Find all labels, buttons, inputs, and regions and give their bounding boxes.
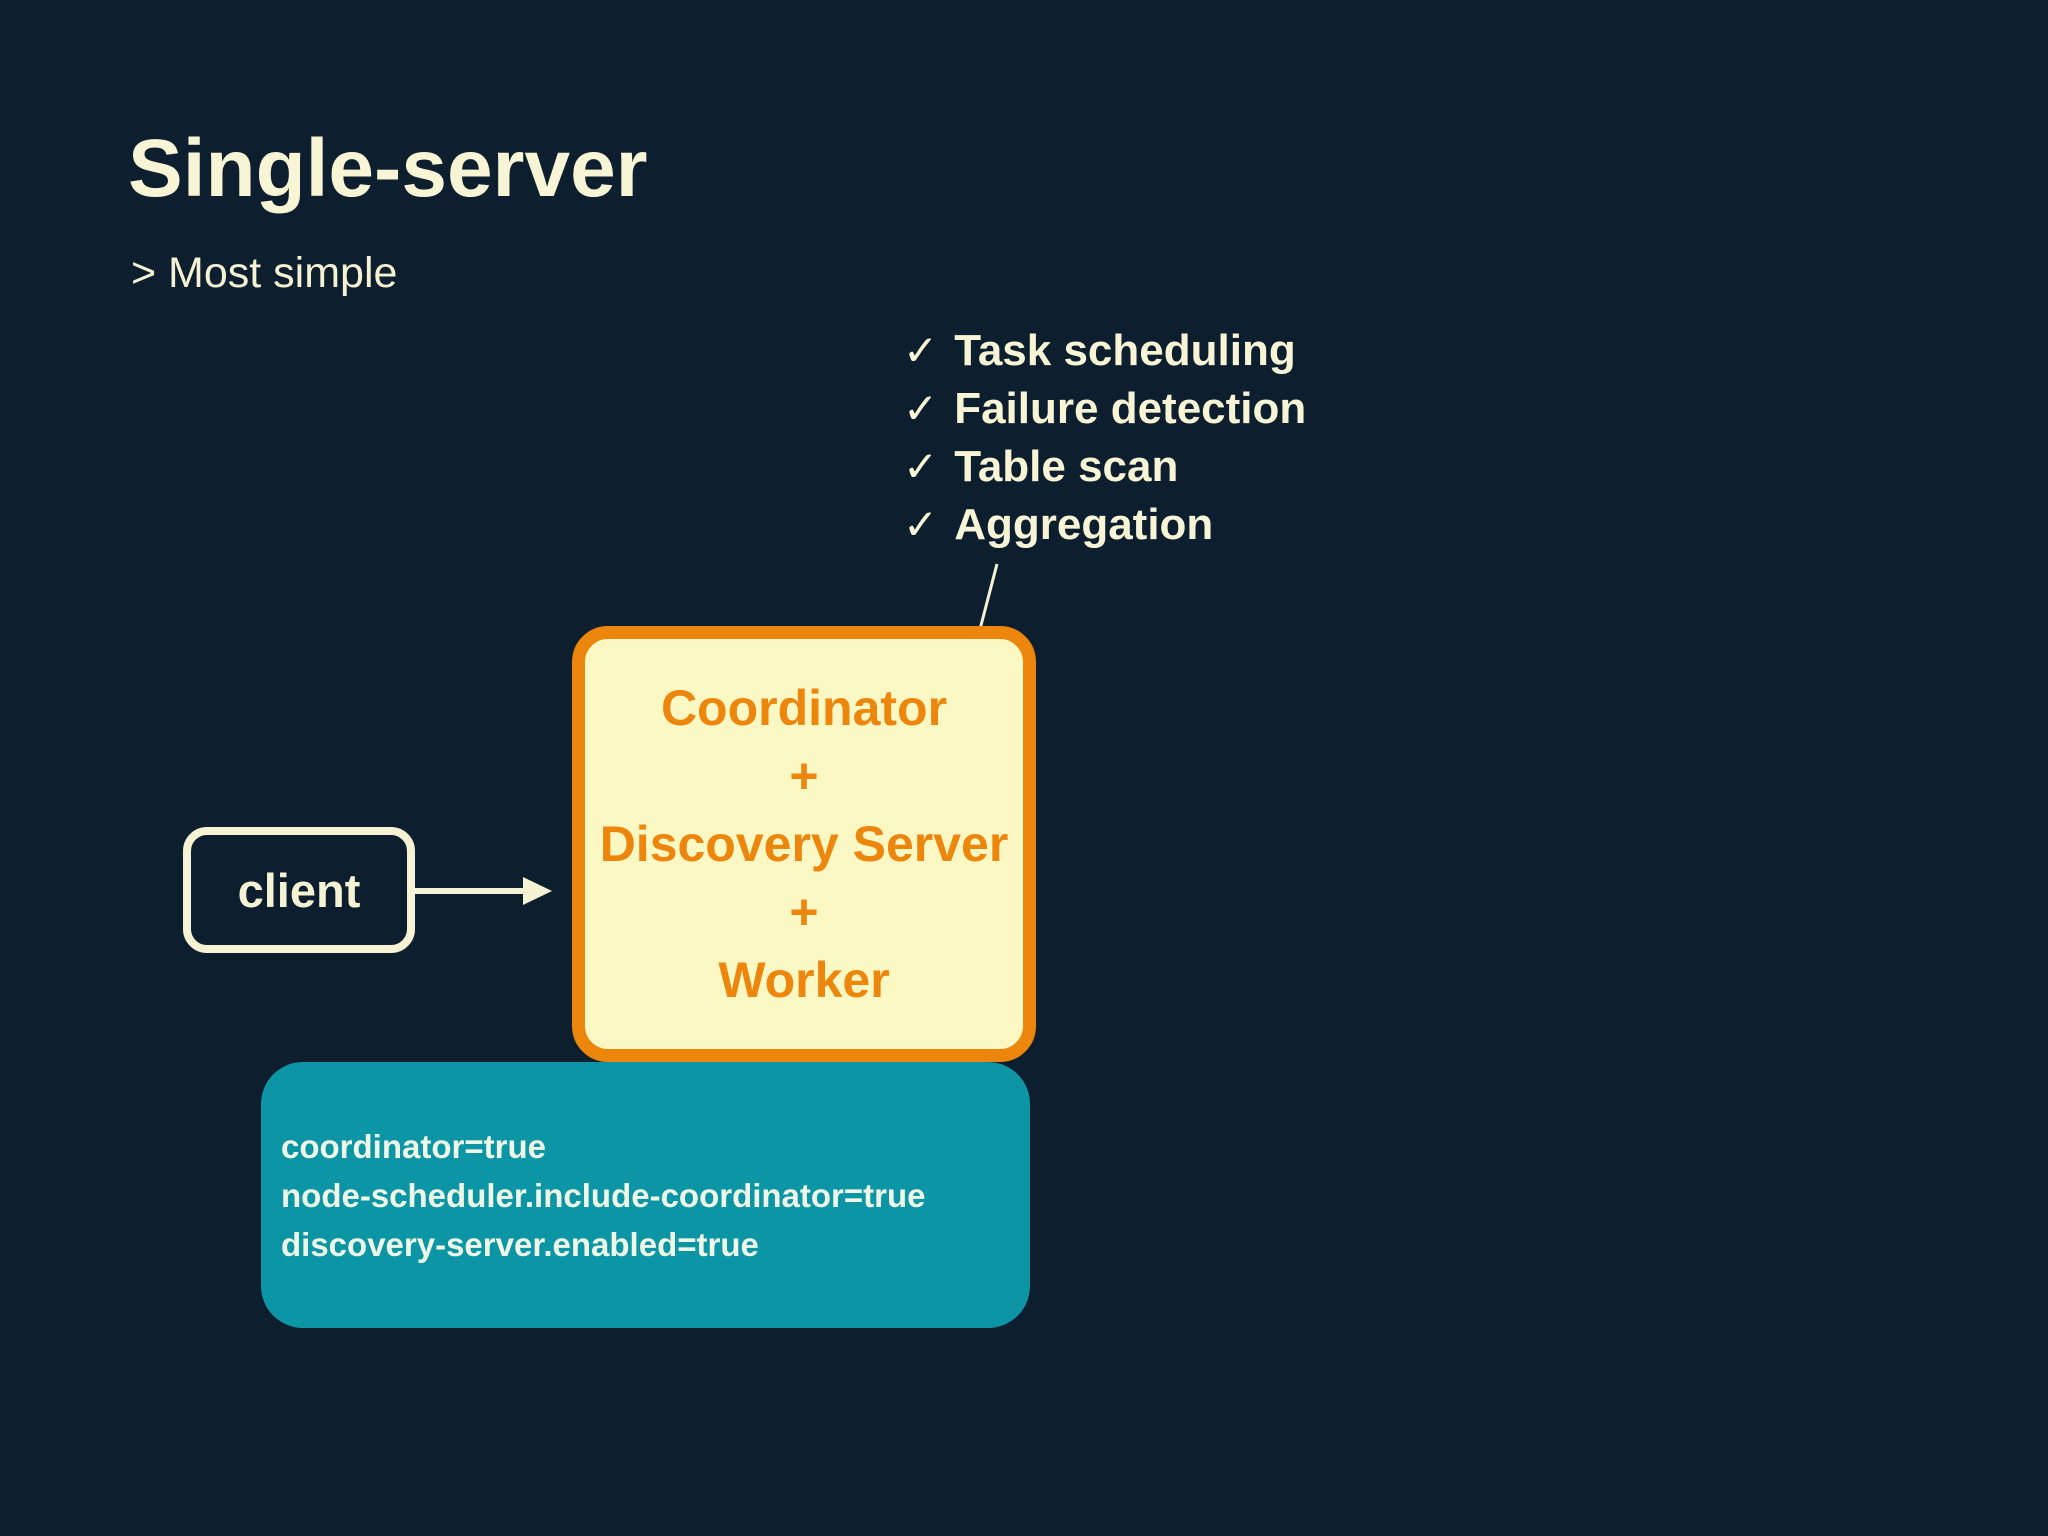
checkmark-icon: ✓: [903, 443, 939, 490]
checklist-item: ✓ Task scheduling: [903, 322, 1306, 380]
plus-separator: +: [789, 884, 819, 940]
checklist-item: ✓ Aggregation: [903, 496, 1306, 554]
plus-separator: +: [789, 748, 819, 804]
checkmark-icon: ✓: [903, 385, 939, 432]
checkmark-icon: ✓: [903, 327, 939, 374]
slide-title: Single-server: [128, 123, 648, 214]
client-box: client: [183, 827, 415, 953]
config-line: discovery-server.enabled=true: [281, 1225, 759, 1263]
config-line: coordinator=true: [281, 1127, 546, 1165]
config-line: node-scheduler.include-coordinator=true: [281, 1176, 926, 1214]
slide-subtitle: > Most simple: [131, 249, 398, 297]
feature-checklist: ✓ Task scheduling ✓ Failure detection ✓ …: [903, 322, 1306, 554]
checklist-item-label: Table scan: [954, 442, 1179, 491]
coordinator-box: Coordinator + Discovery Server + Worker: [572, 626, 1036, 1062]
checklist-item: ✓ Failure detection: [903, 380, 1306, 438]
checklist-item-label: Task scheduling: [954, 326, 1296, 375]
checklist-item-label: Aggregation: [954, 500, 1214, 549]
checklist-item-label: Failure detection: [954, 384, 1307, 433]
coordinator-box-line: Coordinator: [660, 680, 948, 736]
coordinator-box-line: Worker: [718, 952, 890, 1008]
checklist-item: ✓ Table scan: [903, 438, 1306, 496]
client-to-coordinator-arrow-head: [523, 877, 552, 905]
config-box: coordinator=true node-scheduler.include-…: [261, 1062, 1030, 1328]
client-to-coordinator-arrow-shaft: [415, 888, 525, 894]
checkmark-icon: ✓: [903, 501, 939, 548]
coordinator-box-line: Discovery Server: [599, 816, 1009, 872]
client-box-label: client: [237, 863, 361, 917]
